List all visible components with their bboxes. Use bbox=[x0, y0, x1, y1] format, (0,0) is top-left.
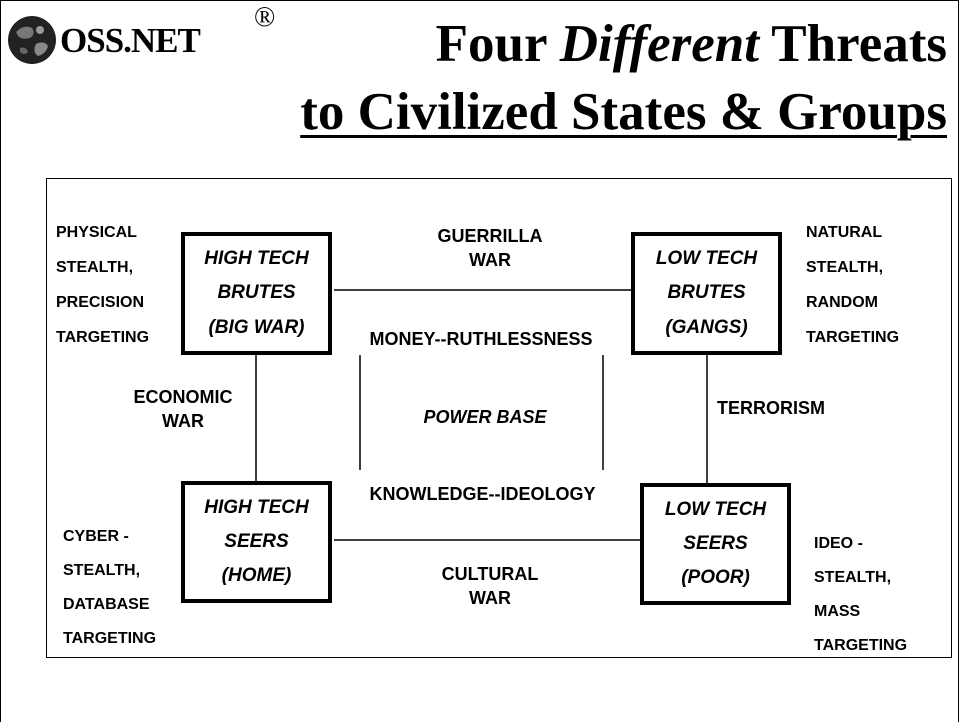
label-knowledge-ideology: KNOWLEDGE--IDEOLOGY bbox=[369, 484, 596, 504]
node-line: (POOR) bbox=[681, 567, 750, 588]
label-money-ruthlessness: MONEY--RUTHLESSNESS bbox=[369, 329, 593, 349]
node-line: LOW TECH bbox=[655, 248, 758, 270]
node-high-tech-brutes: HIGH TECH BRUTES (BIG WAR) bbox=[181, 232, 332, 355]
label-natural-stealth: NATURAL STEALTH, RANDOM TARGETING bbox=[806, 224, 900, 346]
node-low-tech-seers: LOW TECH SEERS (POOR) bbox=[640, 483, 791, 605]
node-line: (GANGS) bbox=[665, 316, 748, 338]
label-physical-stealth: PHYSICAL STEALTH, PRECISION TARGETING bbox=[56, 224, 150, 346]
node-line: HIGH TECH bbox=[204, 248, 309, 270]
label-cyber-stealth: CYBER - STEALTH, DATABASE TARGETING bbox=[63, 528, 157, 647]
node-line: HIGH TECH bbox=[204, 497, 309, 518]
node-line: SEERS bbox=[683, 533, 748, 554]
node-line: LOW TECH bbox=[664, 499, 767, 520]
node-line: (HOME) bbox=[221, 565, 292, 586]
label-economic-war: ECONOMIC WAR bbox=[133, 387, 233, 431]
page-title-line-2: to Civilized States & Groups bbox=[300, 83, 947, 141]
node-line: BRUTES bbox=[217, 282, 296, 304]
page-title-line-1: Four Different Threats bbox=[436, 18, 947, 71]
title-word-threats: Threats bbox=[771, 15, 947, 73]
title-word-four: Four bbox=[435, 15, 547, 73]
node-line: SEERS bbox=[224, 531, 289, 552]
registered-mark: ® bbox=[254, 2, 276, 33]
label-guerrilla-war: GUERRILLA WAR bbox=[437, 226, 543, 270]
node-line: (BIG WAR) bbox=[208, 316, 305, 338]
label-terrorism: TERRORISM bbox=[717, 398, 825, 418]
node-high-tech-seers: HIGH TECH SEERS (HOME) bbox=[181, 481, 332, 603]
globe-icon bbox=[8, 16, 56, 64]
diagram-frame bbox=[46, 178, 952, 658]
node-line: BRUTES bbox=[667, 282, 746, 304]
label-cultural-war: CULTURAL WAR bbox=[441, 564, 539, 608]
node-low-tech-brutes: LOW TECH BRUTES (GANGS) bbox=[631, 232, 782, 355]
title-word-different: Different bbox=[559, 15, 759, 73]
label-power-base: POWER BASE bbox=[423, 407, 547, 427]
label-ideo-stealth: IDEO - STEALTH, MASS TARGETING bbox=[814, 535, 908, 654]
oss-logo: OSS.NET bbox=[6, 14, 201, 66]
logo-text: OSS.NET bbox=[60, 20, 201, 60]
